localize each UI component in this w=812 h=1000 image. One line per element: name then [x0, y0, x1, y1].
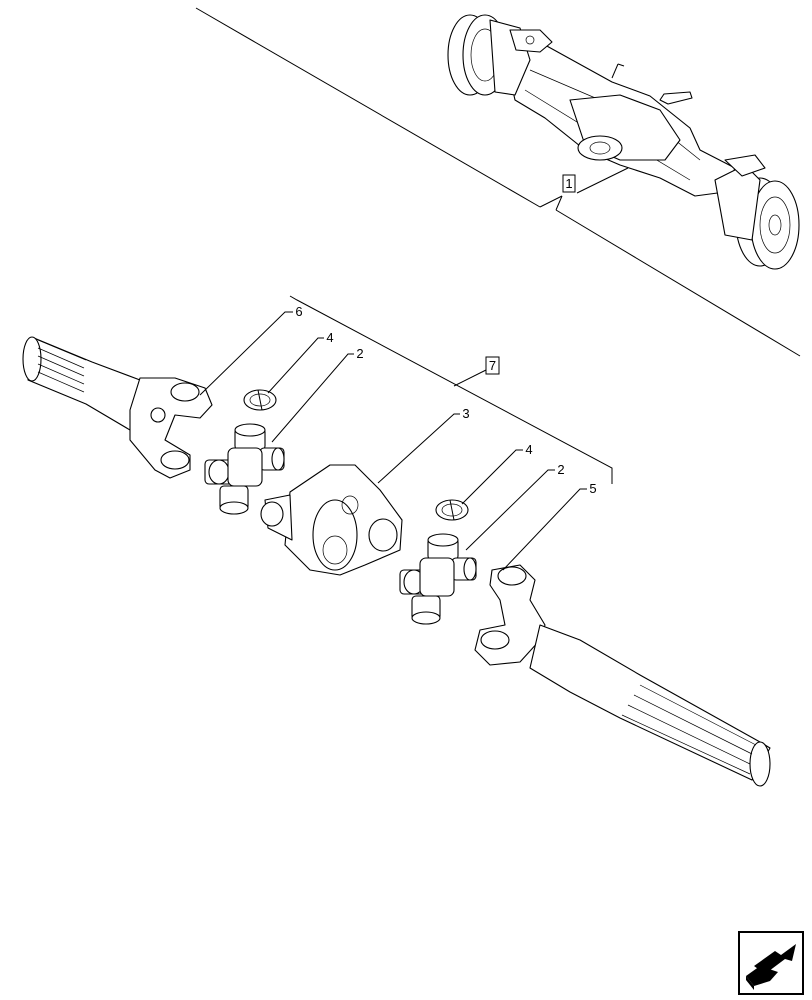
- part-2-cross-spider-b[interactable]: [399, 533, 477, 625]
- callout-leaders: [199, 311, 587, 571]
- callout-7[interactable]: 7: [485, 356, 500, 375]
- callout-5-label[interactable]: 5: [589, 481, 596, 496]
- part-4-snap-ring-a[interactable]: [243, 389, 277, 411]
- part-4-snap-ring-b[interactable]: [435, 499, 469, 521]
- callout-2b-label[interactable]: 2: [557, 462, 564, 477]
- callout-4a-label[interactable]: 4: [326, 330, 333, 345]
- callout-1[interactable]: 1: [562, 174, 576, 193]
- axle-assembly-overview: [195, 7, 801, 357]
- callout-4b-label[interactable]: 4: [525, 442, 532, 457]
- part-5-outer-axle-shaft[interactable]: [474, 564, 771, 787]
- part-6-inner-axle-shaft[interactable]: [22, 336, 213, 479]
- callout-2a-label[interactable]: 2: [356, 346, 363, 361]
- callout-3-label[interactable]: 3: [462, 406, 469, 421]
- callout-6-label[interactable]: 6: [295, 304, 302, 319]
- part-3-center-yoke[interactable]: [260, 464, 403, 576]
- part-2-cross-spider-a[interactable]: [204, 423, 285, 515]
- callout-7-label: 7: [489, 358, 496, 373]
- callout-1-label: 1: [565, 176, 572, 191]
- assembly-bracket: [289, 295, 613, 484]
- part-callout-labels: 6 4 2 3 4 2 5: [295, 304, 596, 496]
- next-page-arrow-icon[interactable]: [738, 931, 804, 995]
